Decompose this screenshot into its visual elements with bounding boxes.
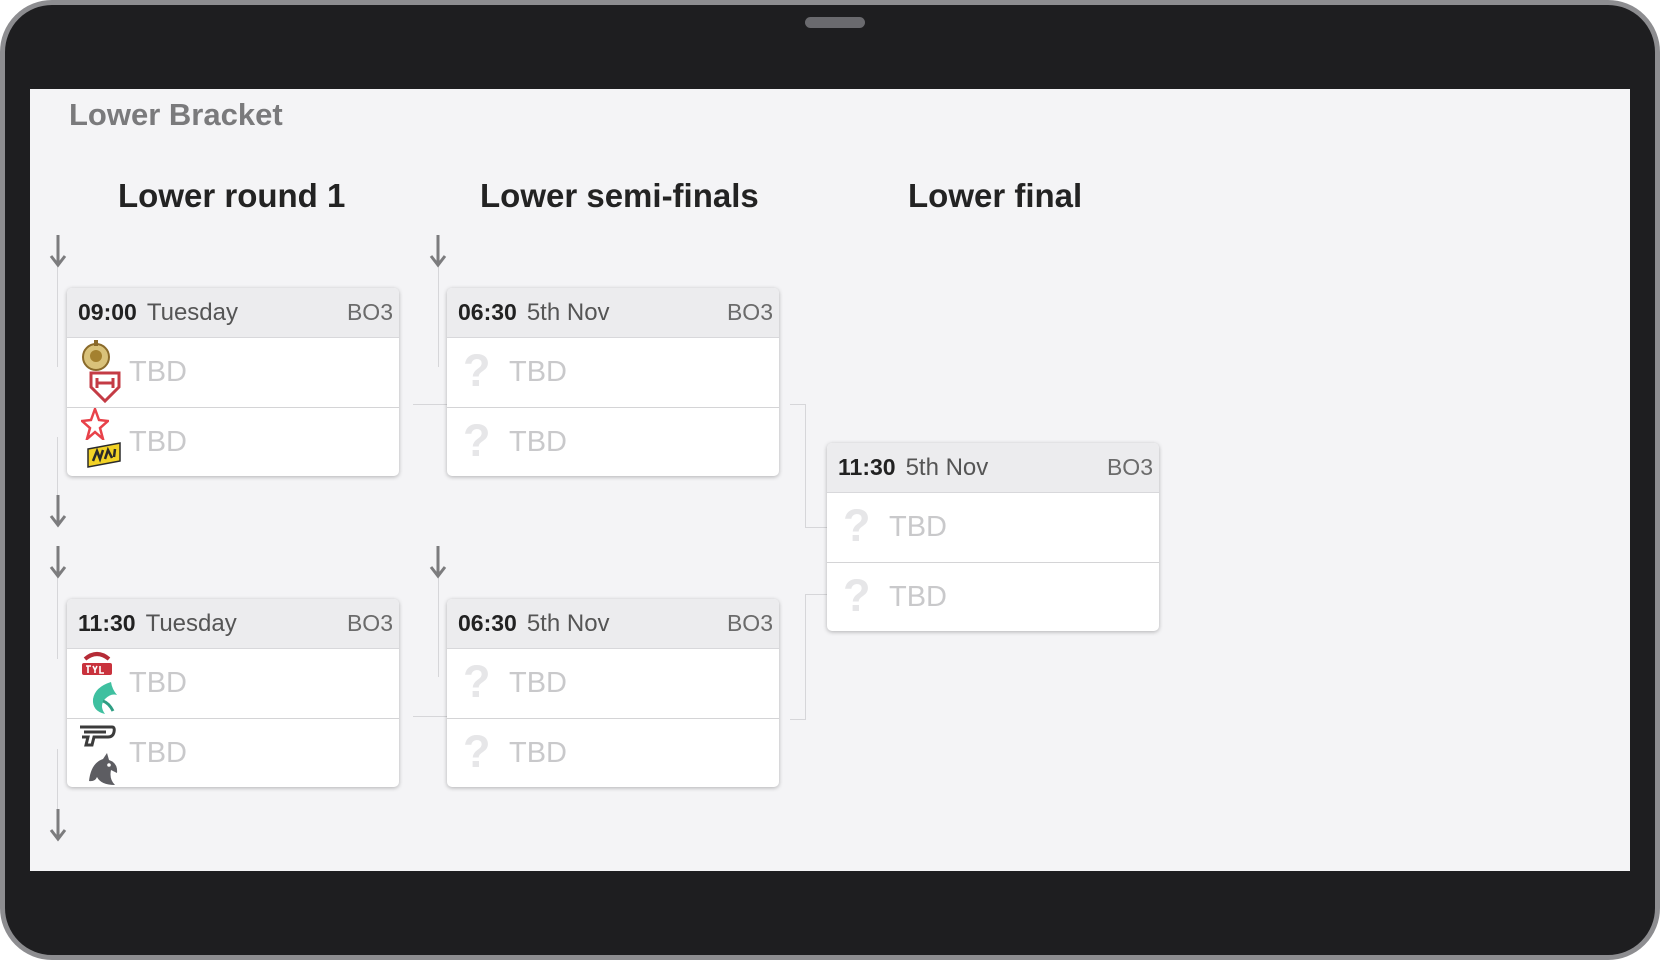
connector-line — [438, 557, 439, 677]
question-mark-icon: ? — [463, 345, 491, 396]
connector-line — [790, 404, 806, 405]
team-logos: ? — [827, 493, 889, 562]
team-logos — [67, 407, 129, 477]
match-format: BO3 — [346, 299, 393, 325]
team-name: TBD — [509, 425, 567, 458]
match-time: 06:30 — [458, 610, 517, 636]
round-title-lower-round-1: Lower round 1 — [118, 177, 346, 214]
connector-line — [57, 437, 58, 517]
match-header: 06:30 5th Nov BO3 — [447, 288, 779, 338]
down-arrow-icon — [49, 809, 67, 842]
match-card[interactable]: 06:30 5th Nov BO3 ? TBD ? TBD — [447, 288, 779, 476]
team-row[interactable]: ? TBD — [447, 649, 779, 718]
match-card[interactable]: 06:30 5th Nov BO3 ? TBD ? TBD — [447, 599, 779, 787]
match-time: 09:00 — [78, 299, 137, 325]
team-logos: ? — [827, 563, 889, 632]
match-header: 11:30 Tuesday BO3 — [67, 599, 399, 649]
team-name: TBD — [509, 667, 567, 699]
team-logos: ? — [447, 338, 509, 407]
match-time: 11:30 — [78, 610, 136, 636]
spirit-dragon-logo-icon — [89, 752, 118, 785]
question-mark-icon: ? — [843, 500, 871, 551]
match-time: 11:30 — [838, 454, 896, 480]
team-logos — [67, 719, 129, 788]
connector-line — [805, 594, 806, 720]
down-arrow-icon — [49, 495, 67, 528]
team-name: TBD — [509, 356, 567, 388]
team-logos: ? — [447, 408, 509, 477]
match-day: 5th Nov — [905, 453, 989, 481]
heroic-shield-logo-icon — [89, 371, 121, 404]
down-arrow-icon — [49, 235, 67, 268]
pain-logo-icon — [80, 725, 116, 746]
connector-line — [57, 549, 58, 659]
connector-line — [413, 404, 476, 405]
gold-crest-team-logo-icon — [82, 340, 110, 371]
match-card[interactable]: 11:30 5th Nov BO3 ? TBD ? TBD — [827, 443, 1159, 631]
team-row[interactable]: ? TBD — [447, 718, 779, 787]
match-day: Tuesday — [145, 609, 237, 637]
connector-line — [57, 261, 58, 367]
match-header: 11:30 5th Nov BO3 — [827, 443, 1159, 493]
team-row[interactable]: ? TBD — [447, 407, 779, 476]
connector-line — [413, 716, 476, 717]
match-header: 06:30 5th Nov BO3 — [447, 599, 779, 649]
connector-line — [57, 749, 58, 832]
match-format: BO3 — [1106, 454, 1153, 480]
down-arrow-icon — [49, 546, 67, 579]
team-row[interactable]: TBD — [67, 407, 399, 476]
round-title-lower-semi-finals: Lower semi-finals — [480, 177, 759, 214]
question-mark-icon: ? — [463, 414, 491, 466]
device-notch — [805, 17, 865, 28]
team-row[interactable]: ? TBD — [827, 493, 1159, 562]
falcon-teal-logo-icon — [92, 682, 117, 714]
match-card[interactable]: 11:30 Tuesday BO3 TBD — [67, 599, 399, 787]
team-logos: ? — [447, 649, 509, 718]
question-mark-icon: ? — [463, 656, 491, 707]
team-row[interactable]: TBD — [67, 338, 399, 407]
match-format: BO3 — [346, 610, 393, 636]
down-arrow-icon — [429, 235, 447, 268]
bracket-screen: Lower Bracket Lower round 1 Lower semi-f… — [30, 89, 1630, 871]
tyloo-logo-icon — [82, 652, 112, 675]
team-row[interactable]: ? TBD — [447, 338, 779, 407]
connector-line — [438, 261, 439, 367]
match-format: BO3 — [726, 299, 773, 325]
question-mark-icon: ? — [463, 725, 491, 777]
team-logos — [67, 338, 129, 407]
team-name: TBD — [129, 736, 187, 769]
match-format: BO3 — [726, 610, 773, 636]
team-name: TBD — [129, 667, 187, 699]
match-day: 5th Nov — [526, 298, 610, 326]
team-row[interactable]: ? TBD — [827, 562, 1159, 631]
round-title-lower-final: Lower final — [908, 177, 1083, 214]
astralis-star-logo-icon — [81, 407, 109, 440]
team-row[interactable]: TBD — [67, 649, 399, 718]
navi-logo-icon — [87, 441, 121, 468]
match-day: Tuesday — [146, 298, 238, 326]
match-header: 09:00 Tuesday BO3 — [67, 288, 399, 338]
team-row[interactable]: TBD — [67, 718, 399, 787]
question-mark-icon: ? — [843, 569, 871, 621]
connector-line — [805, 404, 806, 527]
match-card[interactable]: 09:00 Tuesday BO3 TBD — [67, 288, 399, 476]
down-arrow-icon — [429, 546, 447, 579]
match-day: 5th Nov — [526, 609, 610, 637]
team-name: TBD — [129, 425, 187, 458]
bracket-title: Lower Bracket — [69, 97, 283, 132]
team-name: TBD — [129, 356, 187, 388]
connector-line — [790, 719, 806, 720]
team-name: TBD — [509, 736, 567, 769]
team-name: TBD — [889, 580, 947, 613]
match-time: 06:30 — [458, 299, 517, 325]
team-logos — [67, 649, 129, 718]
team-name: TBD — [889, 511, 947, 543]
team-logos: ? — [447, 719, 509, 788]
